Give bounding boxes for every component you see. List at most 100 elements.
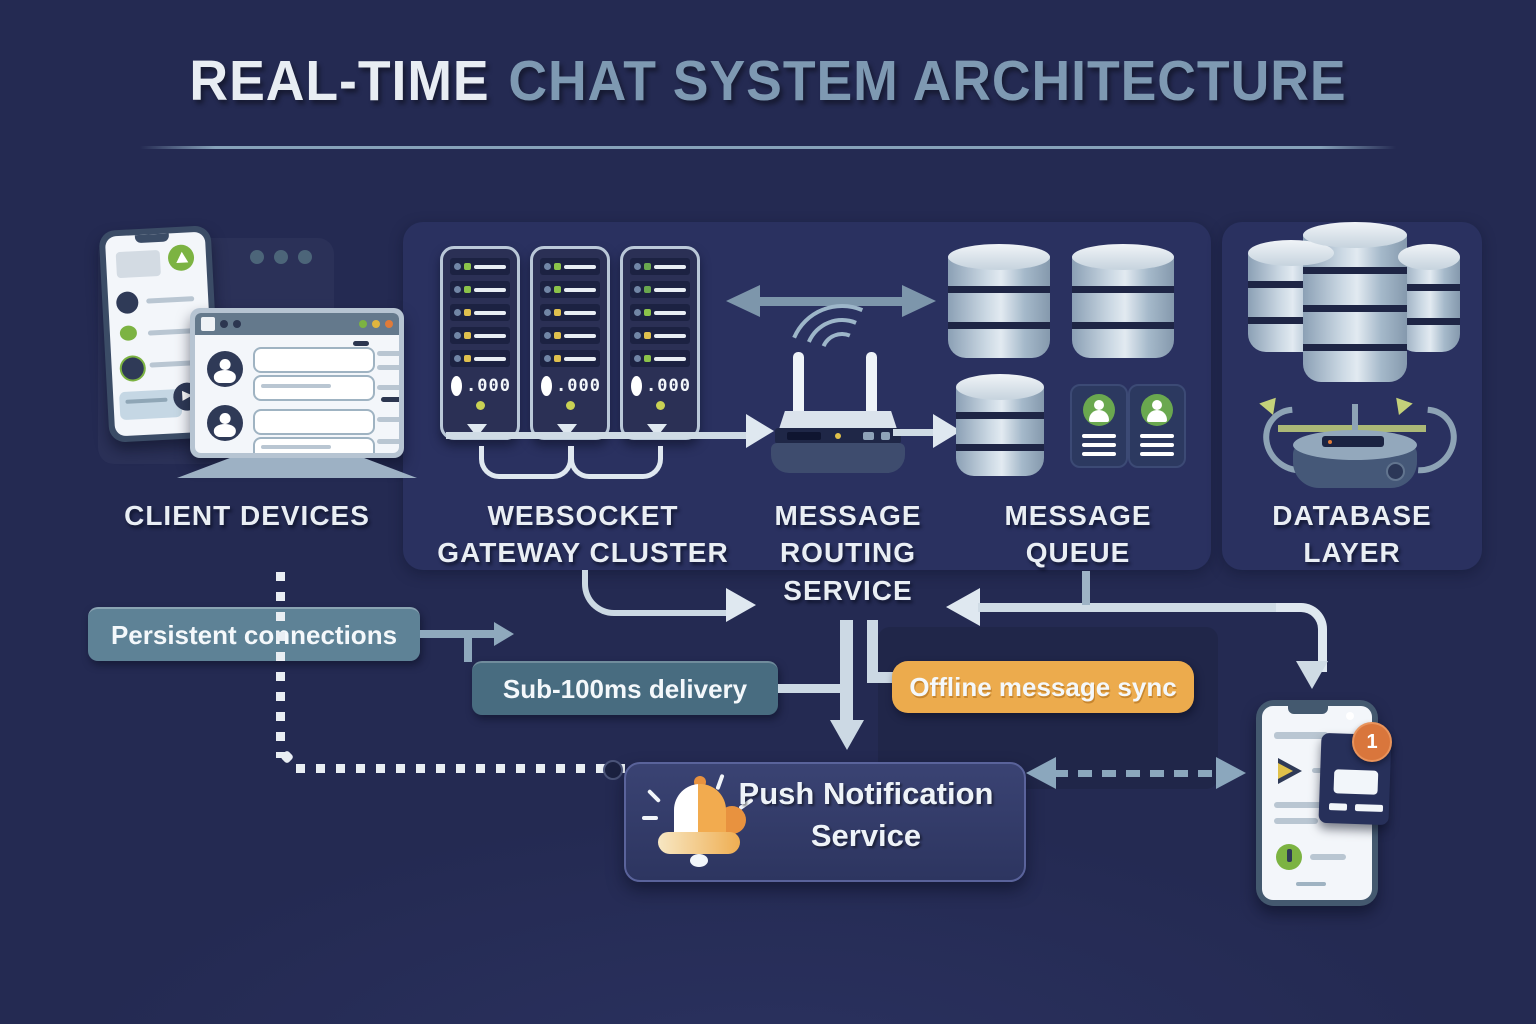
sub-100ms-text: Sub-100ms delivery xyxy=(502,673,748,704)
disk-button xyxy=(1386,462,1405,481)
chat-line xyxy=(1274,732,1328,739)
client-devices-label: CLIENT DEVICES xyxy=(124,500,370,531)
service-to-offline-elbow-v xyxy=(867,620,878,678)
offline-sync-chip: Offline message sync xyxy=(892,661,1194,713)
message-bubble xyxy=(253,409,375,435)
sync-plus-icon xyxy=(1352,404,1358,450)
send-triangle-inner xyxy=(1278,763,1293,779)
chat-line xyxy=(147,328,197,336)
chat-line xyxy=(146,296,195,304)
database-cylinder-icon xyxy=(1072,244,1174,358)
status-glyph xyxy=(1287,849,1292,862)
laptop-stand xyxy=(177,458,417,478)
queue-label-line1: MESSAGE xyxy=(1004,500,1152,531)
queue-stub-line xyxy=(1082,571,1090,605)
sidebar-line xyxy=(377,439,399,444)
sub-100ms-chip: Sub-100ms delivery xyxy=(472,661,778,715)
server-rack-icon: .000 xyxy=(440,246,520,440)
window-dot-icon xyxy=(250,250,264,264)
avatar-green-small xyxy=(119,325,138,342)
sidebar-line xyxy=(353,341,369,346)
service-to-offline-elbow-h xyxy=(867,672,895,683)
sub-chip-connector xyxy=(778,684,840,693)
notification-badge: 1 xyxy=(1352,722,1392,762)
dashed-arrowhead-right xyxy=(1216,757,1246,789)
service-to-push-line xyxy=(840,620,853,722)
server-rack-icon: .000 xyxy=(620,246,700,440)
bell-icon xyxy=(642,770,758,870)
window-dot-icon xyxy=(298,250,312,264)
avatar-ringed xyxy=(119,354,147,383)
persistent-chip-line xyxy=(420,630,468,638)
cluster-bracket xyxy=(569,446,663,479)
database-cylinder-icon xyxy=(1398,244,1460,352)
chat-header-block xyxy=(115,249,161,279)
client-dotted-line-horizontal xyxy=(296,764,626,773)
server-led-icon xyxy=(565,401,575,410)
router-antenna xyxy=(866,352,877,420)
badge-count: 1 xyxy=(1366,730,1378,753)
server-rack-icon: .000 xyxy=(530,246,610,440)
push-label-line2: Service xyxy=(810,818,922,853)
database-cylinder-icon xyxy=(948,244,1050,358)
server-led-icon xyxy=(655,401,665,410)
router-face xyxy=(775,428,901,444)
gateway-to-service-arrowhead xyxy=(726,588,756,622)
dashed-arrowhead-left xyxy=(1026,757,1056,789)
disk-led xyxy=(1328,440,1332,444)
laptop-screen xyxy=(195,313,399,453)
offline-sync-text: Offline message sync xyxy=(909,671,1177,702)
message-bubble xyxy=(253,347,375,373)
persistent-chip-arrowhead xyxy=(494,622,514,646)
routing-label-line3: SERVICE xyxy=(783,575,913,606)
persistent-connections-chip: Persistent connections xyxy=(88,607,420,661)
status-dot-yellow xyxy=(372,320,380,328)
phone-camera-dot xyxy=(1346,712,1354,720)
title-rest: CHAT SYSTEM ARCHITECTURE xyxy=(508,49,1347,113)
window-dot-icon xyxy=(274,250,288,264)
server-display: .000 xyxy=(466,376,511,396)
gateway-to-service-elbow xyxy=(582,570,736,616)
cluster-bracket xyxy=(479,446,573,479)
toolbar-dot xyxy=(233,320,241,328)
status-dot-green xyxy=(359,320,367,328)
gateway-to-router-arrowhead xyxy=(746,414,774,448)
message-bubble xyxy=(253,375,375,401)
routing-label-line1: MESSAGE xyxy=(774,500,922,531)
persistent-chip-line2 xyxy=(468,630,494,638)
websocket-label-line1: WEBSOCKET xyxy=(487,500,679,531)
chat-line xyxy=(1274,802,1332,808)
db-to-phone-elbow xyxy=(1276,603,1327,672)
bubble-line xyxy=(261,445,331,449)
gateway-to-router-line xyxy=(446,432,746,439)
database-label-line2: LAYER xyxy=(1303,537,1401,568)
sidebar-line-bold xyxy=(381,397,399,402)
right-flow-line xyxy=(978,603,1280,612)
bubble-line xyxy=(261,384,331,388)
app-icon xyxy=(201,317,215,331)
queue-label-line2: QUEUE xyxy=(1025,537,1131,568)
home-indicator xyxy=(1296,882,1326,886)
push-label-line1: Push Notification xyxy=(738,776,994,811)
database-cylinder-icon xyxy=(956,374,1044,476)
avatar-user1 xyxy=(207,351,243,387)
laptop-toolbar xyxy=(195,313,399,335)
persistent-chip-branch xyxy=(464,634,472,662)
queue-to-service-arrowhead xyxy=(946,588,980,626)
router-antenna xyxy=(793,352,804,420)
routing-label-line2: ROUTING xyxy=(779,537,917,568)
avatar-user2 xyxy=(207,405,243,441)
avatar-glyph xyxy=(175,251,189,264)
avatar-dark xyxy=(115,291,139,315)
bidirectional-arrowhead-left xyxy=(726,285,760,317)
sidebar-line xyxy=(377,351,399,356)
sidebar-line xyxy=(377,385,399,390)
server-display: .000 xyxy=(646,376,691,396)
sidebar-line xyxy=(377,417,399,422)
database-label-line1: DATABASE xyxy=(1272,500,1432,531)
client-dotted-line-vertical xyxy=(276,572,285,758)
persistent-connections-text: Persistent connections xyxy=(110,619,398,650)
chat-line xyxy=(1274,818,1318,824)
user-card-icon xyxy=(1070,384,1128,468)
